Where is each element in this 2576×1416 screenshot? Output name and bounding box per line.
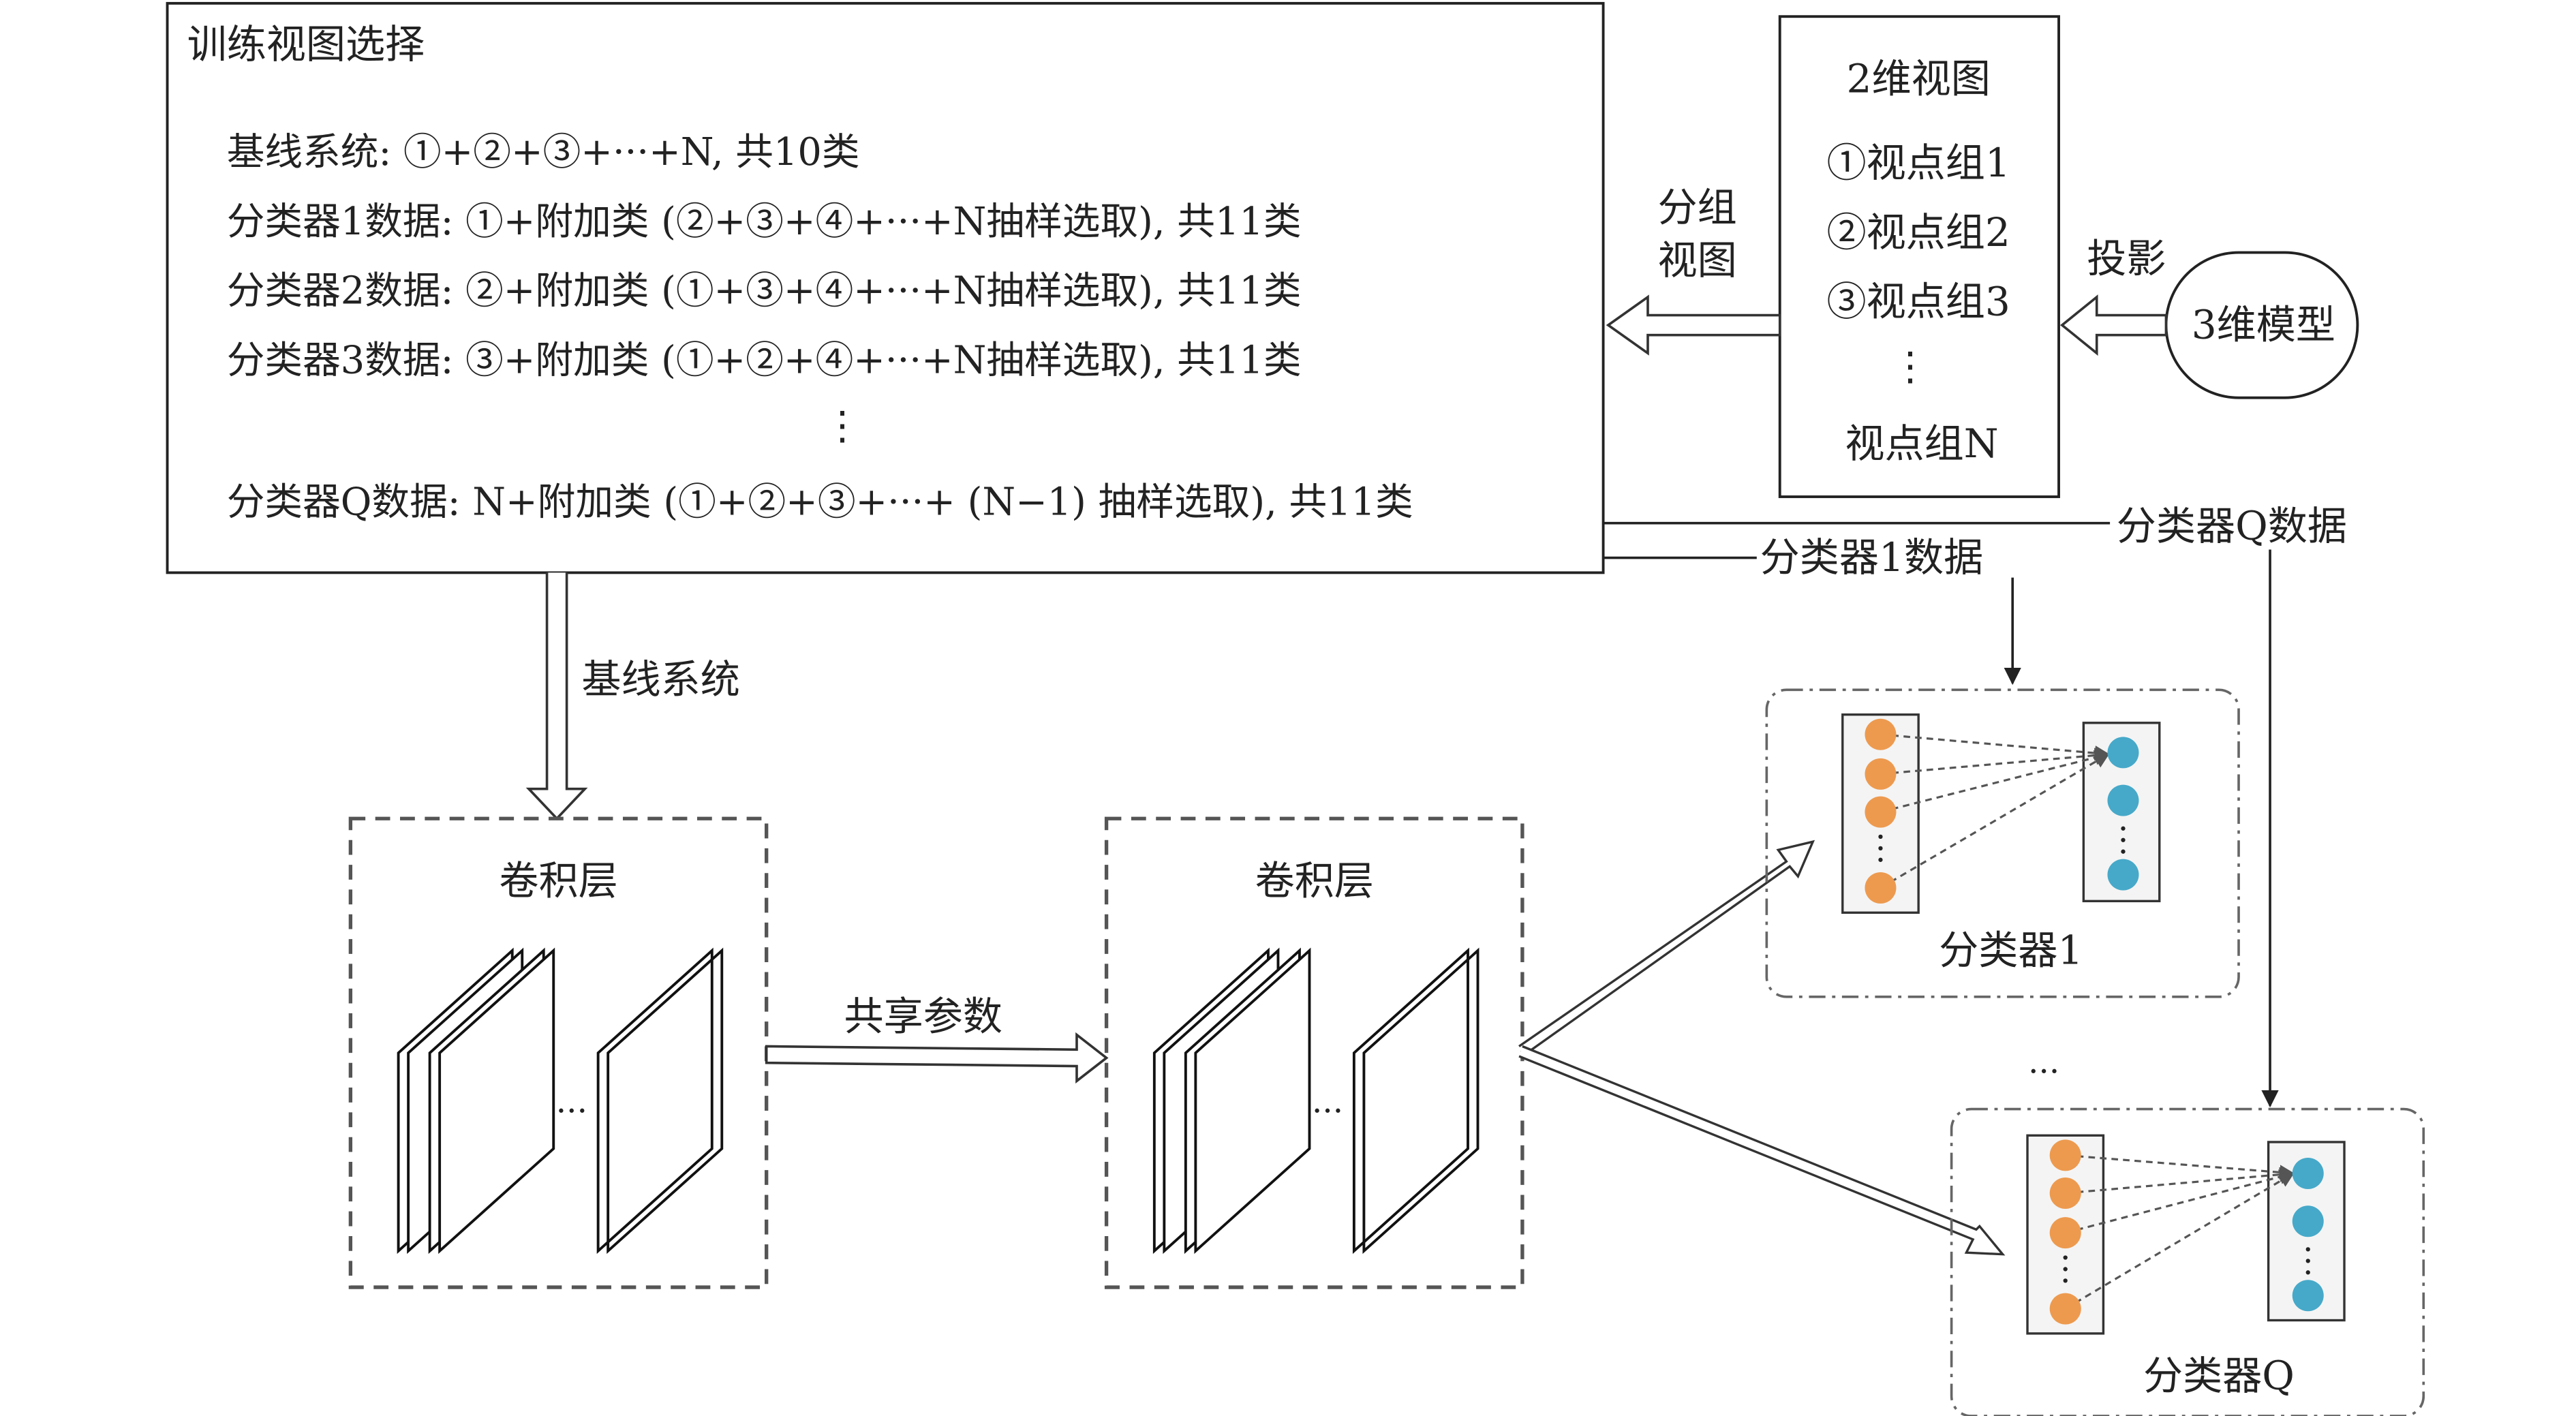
classifier-q-connections (2064, 1154, 2295, 1310)
input-node (1865, 872, 1897, 904)
conv-layer-2-box: 卷积层 ··· (1104, 816, 1524, 1289)
view-2d-title: 2维视图 (1847, 56, 1991, 102)
classifier-q-input-nodes (2049, 1139, 2081, 1325)
classifier-q-label: 分类器Q (2143, 1353, 2295, 1399)
training-line-baseline: 基线系统: ①+②+③+···+N, 共10类 (227, 130, 860, 174)
share-params-label: 共享参数 (844, 993, 1002, 1039)
conv-layer-1-box: 卷积层 ··· (348, 816, 769, 1289)
classifier-1-label: 分类器1 (1939, 927, 2083, 973)
projection-arrow (2059, 294, 2168, 356)
conv-1-feature-maps (397, 947, 724, 1255)
view-group-vdots: ⋮ (1890, 343, 1930, 389)
classifier-1-box: 分类器1 (1765, 688, 2240, 998)
group-view-label-line2: 视图 (1658, 237, 1737, 283)
conv-2-feature-maps (1152, 947, 1479, 1255)
classifier-q-box: 分类器Q (1950, 1107, 2425, 1416)
training-line-classifier-2: 分类器2数据: ②+附加类 (①+③+④+···+N抽样选取), 共11类 (227, 269, 1302, 313)
view-group-1: ①视点组1 (1826, 140, 2010, 186)
to-classifier-q-arrow (1518, 1045, 2006, 1256)
training-line-classifier-q: 分类器Q数据: N+附加类 (①+②+③+···+ (N−1) 抽样选取), 共… (227, 480, 1413, 525)
classifier-1-data-connector (1603, 556, 2021, 686)
conv-layer-1-label: 卷积层 (499, 858, 617, 904)
model-3d-label: 3维模型 (2192, 301, 2335, 348)
input-node (2049, 1293, 2081, 1325)
training-box-title: 训练视图选择 (187, 21, 425, 67)
conv-layer-2-label: 卷积层 (1255, 858, 1374, 904)
between-classifiers-ellipsis: ··· (2028, 1053, 2059, 1091)
output-node (2292, 1157, 2324, 1189)
view-group-2: ②视点组2 (1826, 209, 2010, 256)
output-node (2107, 737, 2139, 769)
baseline-label: 基线系统 (581, 656, 739, 703)
projection-label: 投影 (2087, 236, 2166, 282)
classifier-1-data-label: 分类器1数据 (1760, 534, 1984, 581)
output-node (2292, 1280, 2324, 1312)
classifier-1-connections (1880, 733, 2110, 889)
input-node (1865, 718, 1897, 750)
conv-2-ellipsis: ··· (1312, 1092, 1343, 1130)
group-view-label-line1: 分组 (1658, 185, 1737, 231)
training-line-classifier-3: 分类器3数据: ③+附加类 (①+②+④+···+N抽样选取), 共11类 (227, 338, 1302, 382)
conv-1-ellipsis: ··· (556, 1092, 587, 1130)
classifier-q-data-label: 分类器Q数据 (2117, 503, 2347, 549)
baseline-arrow (525, 572, 588, 820)
share-params-arrow (765, 1032, 1109, 1084)
view-2d-box: 2维视图 ①视点组1 ②视点组2 ③视点组3 ⋮ 视点组N (1778, 15, 2060, 498)
view-group-3: ③视点组3 (1826, 279, 2010, 325)
input-node (2049, 1217, 2081, 1249)
training-line-classifier-1: 分类器1数据: ①+附加类 (②+③+④+···+N抽样选取), 共11类 (227, 200, 1302, 244)
classifier-q-output-nodes (2292, 1157, 2324, 1312)
training-line-vdots: ⋮ (823, 402, 862, 448)
input-node (1865, 758, 1897, 790)
input-node (2049, 1139, 2081, 1171)
classifier-1-output-nodes (2107, 737, 2139, 891)
classifier-q-data-connector (1603, 521, 2279, 1108)
output-node (2292, 1205, 2324, 1237)
input-node (2049, 1178, 2081, 1210)
classifier-1-input-nodes (1865, 718, 1897, 904)
model-3d-node: 3维模型 (2164, 251, 2359, 399)
training-view-selection-box: 训练视图选择 基线系统: ①+②+③+···+N, 共10类 分类器1数据: ①… (166, 1, 1605, 574)
output-node (2107, 784, 2139, 816)
to-classifier-1-arrow (1518, 840, 1815, 1058)
view-group-n: 视点组N (1845, 420, 1998, 467)
output-node (2107, 859, 2139, 891)
input-node (1865, 796, 1897, 828)
group-view-arrow (1606, 294, 1781, 356)
